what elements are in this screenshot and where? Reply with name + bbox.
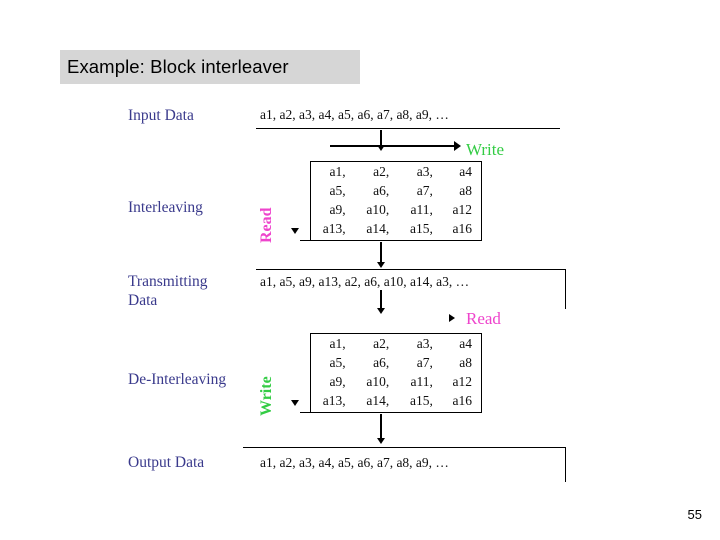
write-label-interleaver: Write <box>466 140 505 159</box>
interleaver-matrix-top-rule <box>310 161 482 163</box>
interleaver-matrix-cell: a6, <box>373 183 390 198</box>
input-to-matrix-arrow <box>375 130 387 152</box>
transmitting-data-label-line1: Transmitting <box>128 273 208 290</box>
write-label-deinterleaver: Write <box>258 376 275 416</box>
interleaver-matrix-table: a1, a2, a3, a4 a5, a6, a7, a8 a9, a10, a11, a12 a13,… <box>311 162 481 238</box>
input-data-label: Input Data <box>128 107 194 124</box>
matrix-to-output-arrow <box>375 414 387 446</box>
interleaver-matrix-cell: a1, <box>329 164 346 179</box>
read-label-interleaver: Read <box>258 207 275 243</box>
deinterleaver-matrix-table: a1, a2, a3, a4 a5, a6, a7, a8 a9, a10, a11, a12 a13,… <box>311 334 481 410</box>
interleaving-label: Interleaving <box>128 199 203 216</box>
interleaver-matrix-cell: a10, <box>366 202 390 217</box>
transmitting-data-right-elbow <box>564 269 566 309</box>
deinterleaver-matrix: a1, a2, a3, a4 a5, a6, a7, a8 a9, a10, a11, a12 a13,… <box>310 334 482 412</box>
interleaver-matrix-cell: a7, <box>416 183 433 198</box>
deinterleaver-matrix-cell: a16 <box>452 393 473 408</box>
interleaver-matrix-row: a9, a10, a11, a12 <box>311 200 481 219</box>
deinterleaver-matrix-row: a9, a10, a11, a12 <box>311 372 481 391</box>
interleaver-matrix-cell: a4 <box>459 164 472 179</box>
interleaver-matrix-cell: a8 <box>459 183 472 198</box>
output-data-sequence: a1, a2, a3, a4, a5, a6, a7, a8, a9, … <box>260 455 449 470</box>
deinterleaver-matrix-cell: a4 <box>459 336 472 351</box>
interleaver-matrix-cell: a13, <box>322 221 346 236</box>
interleaver-matrix-cell: a12 <box>452 202 473 217</box>
read-label-deinterleaver: Read <box>466 309 501 328</box>
interleaver-matrix-row: a13, a14, a15, a16 <box>311 219 481 238</box>
deinterleaver-matrix-row: a5, a6, a7, a8 <box>311 353 481 372</box>
deinterleaving-label: De-Interleaving <box>128 371 227 388</box>
slide-title-box: Example: Block interleaver <box>60 50 360 84</box>
deinterleaver-matrix-cell: a8 <box>459 355 472 370</box>
interleaver-matrix-row: a1, a2, a3, a4 <box>311 162 481 181</box>
deinterleaver-matrix-bottom-rule <box>300 412 482 414</box>
deinterleaver-matrix-cell: a9, <box>329 374 346 389</box>
deinterleaver-matrix-cell: a13, <box>322 393 346 408</box>
read-direction-triangle-interleaver <box>291 228 299 234</box>
interleaver-matrix-cell: a14, <box>366 221 390 236</box>
deinterleaver-matrix-cell: a2, <box>373 336 390 351</box>
output-data-label: Output Data <box>128 454 205 471</box>
deinterleaver-matrix-cell: a11, <box>410 374 433 389</box>
write-direction-triangle-deinterleaver <box>291 400 299 406</box>
read-pointer-triangle-deinterleaver <box>449 314 455 322</box>
interleaver-matrix-row: a5, a6, a7, a8 <box>311 181 481 200</box>
deinterleaver-matrix-cell: a1, <box>329 336 346 351</box>
deinterleaver-matrix-cell: a5, <box>329 355 346 370</box>
page-number: 55 <box>687 507 702 522</box>
deinterleaver-matrix-cell: a3, <box>416 336 433 351</box>
interleaver-matrix-cell: a3, <box>416 164 433 179</box>
input-data-sequence: a1, a2, a3, a4, a5, a6, a7, a8, a9, … <box>260 107 449 122</box>
interleaver-matrix-bottom-rule <box>300 240 482 242</box>
interleaver-matrix-cell: a16 <box>452 221 473 236</box>
deinterleaver-matrix-cell: a12 <box>452 374 473 389</box>
deinterleaver-matrix-cell: a14, <box>366 393 390 408</box>
deinterleaver-matrix-cell: a10, <box>366 374 390 389</box>
interleaver-matrix-cell: a9, <box>329 202 346 217</box>
input-data-underline <box>256 128 560 130</box>
deinterleaver-matrix-cell: a15, <box>410 393 433 408</box>
transmitting-data-sequence: a1, a5, a9, a13, a2, a6, a10, a14, a3, … <box>260 274 470 289</box>
deinterleaver-matrix-cell: a7, <box>416 355 433 370</box>
interleaver-matrix-cell: a11, <box>410 202 433 217</box>
deinterleaver-matrix-top-rule <box>310 333 482 335</box>
deinterleaver-matrix-row: a1, a2, a3, a4 <box>311 334 481 353</box>
output-data-topline <box>243 447 566 449</box>
write-direction-arrow <box>330 141 462 151</box>
interleaver-matrix-cell: a15, <box>410 221 433 236</box>
output-data-right-elbow <box>564 447 566 482</box>
deinterleaver-matrix-row: a13, a14, a15, a16 <box>311 391 481 410</box>
transmitting-to-matrix-arrow <box>375 290 387 316</box>
transmitting-data-topline <box>256 269 566 271</box>
interleaver-matrix-cell: a2, <box>373 164 390 179</box>
interleaver-matrix: a1, a2, a3, a4 a5, a6, a7, a8 a9, a10, a11, a12 a13,… <box>310 162 482 240</box>
transmitting-data-label-line2: Data <box>128 292 158 309</box>
page-title: Example: Block interleaver <box>67 56 289 77</box>
interleaver-matrix-cell: a5, <box>329 183 346 198</box>
deinterleaver-matrix-cell: a6, <box>373 355 390 370</box>
matrix-to-transmitting-arrow <box>375 242 387 270</box>
